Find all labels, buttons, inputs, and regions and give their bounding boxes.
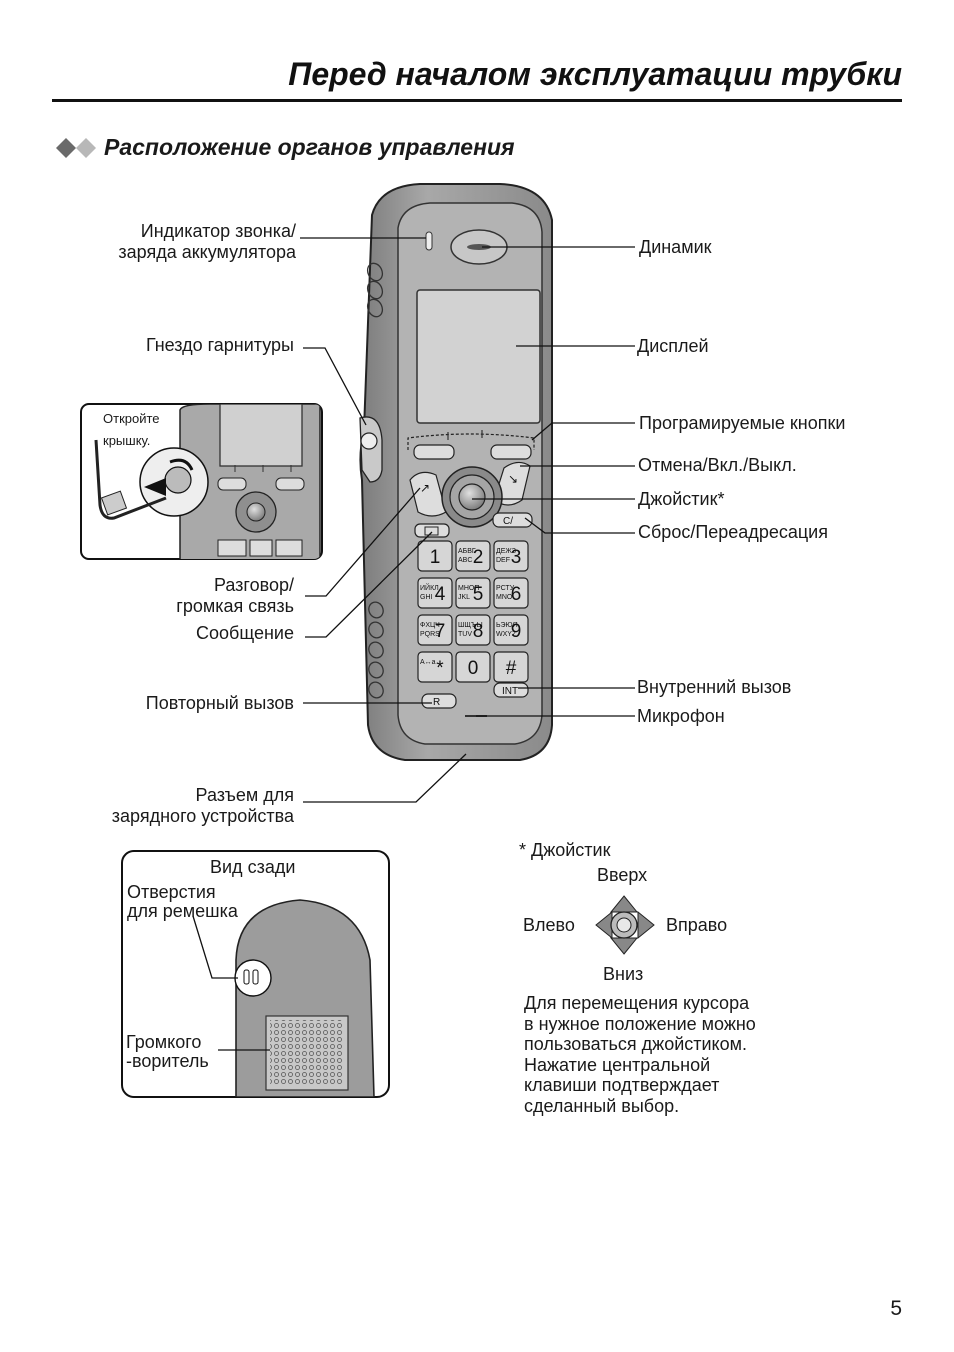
keypad-key: 0 [455, 651, 491, 683]
joystick-footnote-title: * Джойстик [519, 840, 611, 860]
keypad-key-letters: ЬЭЮЯ [496, 622, 518, 629]
joystick-direction-icon [595, 895, 655, 955]
joystick-description: Для перемещения курсора в нужное положен… [524, 993, 756, 1116]
recall-key-label: R [433, 697, 440, 708]
intercom-key-label: INT [502, 686, 518, 697]
microphone-label: Микрофон [637, 706, 725, 726]
keypad-key: 1 [417, 540, 453, 572]
keypad-key-letters: МНОП [458, 585, 479, 592]
loudspeaker-label: Громкого-воритель [126, 1032, 209, 1071]
keypad-key-letters: A↔а [420, 659, 436, 666]
joystick-label: Джойстик* [638, 489, 725, 509]
keypad-key-letters: АБВГ [458, 548, 476, 555]
keypad-key: *A↔а [417, 651, 453, 683]
diamond-bullet-icon [56, 138, 96, 158]
leader-lines [300, 237, 635, 803]
keypad-key-letters: ABC [458, 557, 472, 564]
keypad-key-letters: ИЙКЛ [420, 583, 439, 592]
keypad-key-main: 1 [430, 547, 441, 568]
speaker-label: Динамик [639, 237, 712, 257]
keypad-key-main: 8 [473, 621, 484, 642]
message-key-label: Сообщение [196, 623, 294, 643]
keypad-key-letters: JKL [458, 594, 470, 601]
svg-text:↘: ↘ [508, 472, 518, 486]
keypad-key-letters: PQRS [420, 631, 440, 638]
keypad-key-letters: GHI [420, 594, 433, 601]
indicator-label: Индикатор звонка/заряда аккумулятора [118, 221, 296, 262]
keypad-key-main: 7 [435, 621, 446, 642]
section-title: Расположение органов управления [104, 134, 515, 160]
keypad-key-letters: ДЕЖЗ [496, 548, 516, 555]
keypad-key-main: 6 [511, 584, 522, 605]
keypad-key-letters: РСТУ [496, 585, 515, 592]
keypad-key-main: 3 [511, 547, 522, 568]
joystick-left-label: Влево [523, 915, 575, 935]
keypad-key: # [493, 651, 529, 683]
title-rule [52, 99, 902, 102]
keypad-key-letters: TUV [458, 631, 472, 638]
headset-jack-label: Гнездо гарнитуры [145, 335, 294, 355]
keypad-key-main: 5 [473, 584, 484, 605]
soft-keys-label: Програмируемые кнопки [639, 413, 846, 433]
joystick-up-label: Вверх [597, 865, 648, 885]
keypad-key-letters: MNO [496, 594, 513, 601]
keypad-key-main: 2 [473, 547, 484, 568]
svg-text:↗: ↗ [420, 481, 430, 495]
page-title: Перед началом эксплуатации трубки [288, 56, 902, 92]
display-label: Дисплей [637, 336, 709, 356]
headset-inset [80, 403, 323, 560]
keypad-key-letters: WXYZ [496, 631, 517, 638]
keypad-key-main: 4 [435, 584, 446, 605]
clear-key-label-text: Сброс/Переадресация [638, 522, 828, 542]
talk-key-label: Разговор/громкая связь [176, 575, 294, 616]
rear-view [121, 850, 390, 1098]
off-key-label: Отмена/Вкл./Выкл. [638, 455, 797, 475]
recall-label: Повторный вызов [145, 693, 294, 713]
intercom-label: Внутренний вызов [637, 677, 792, 697]
joystick-right-label: Вправо [666, 915, 728, 935]
joystick-down-label: Вниз [603, 964, 644, 984]
keypad-key-letters: ШЩЪЫ [458, 622, 483, 629]
keypad-key-main: 9 [511, 621, 522, 642]
keypad-key-main: * [436, 658, 444, 679]
keypad-key-main: 0 [468, 658, 479, 679]
clear-key-label: C/ [503, 516, 513, 527]
rear-view-title: Вид сзади [210, 857, 296, 877]
keypad-key-letters: DEF [496, 557, 510, 564]
keypad-key-letters: ФХЦЧ [420, 622, 440, 629]
keypad-key-main: # [506, 658, 517, 679]
page-number: 5 [890, 1297, 902, 1320]
